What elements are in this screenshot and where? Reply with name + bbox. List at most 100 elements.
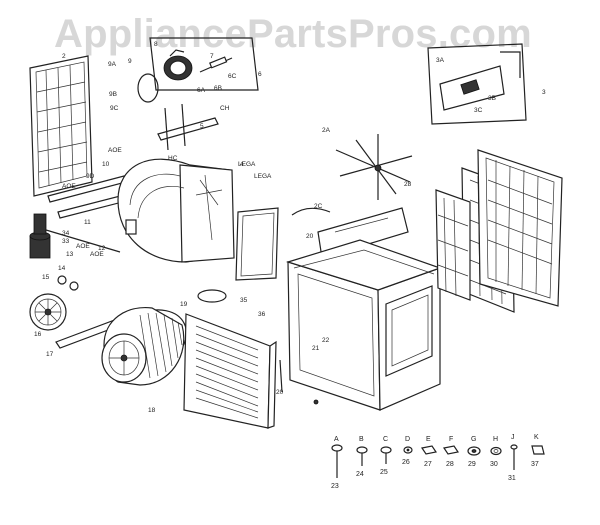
washer-h <box>490 446 502 456</box>
callout-9: 9 <box>128 58 132 65</box>
callout-34: 34 <box>62 230 70 237</box>
hw-num-24: 24 <box>356 471 364 478</box>
callout-18: 18 <box>148 407 156 414</box>
tubing <box>291 207 331 216</box>
callout-20: 20 <box>306 233 314 240</box>
callout-6c: 6C <box>228 73 237 80</box>
callout-9c: 9C <box>110 105 119 112</box>
hardware-row <box>331 444 545 478</box>
hw-letter-g: G <box>471 436 476 443</box>
callout-ch: CH <box>220 105 230 112</box>
callout-6b: 6B <box>214 85 222 92</box>
callout-aoe-1: AOE <box>108 147 122 154</box>
callout-13: 13 <box>66 251 74 258</box>
callout-33: 33 <box>62 238 70 245</box>
callout-16: 16 <box>34 331 42 338</box>
hw-num-30: 30 <box>490 461 498 468</box>
callout-6: 6 <box>258 71 262 78</box>
callout-20-leg: 20 <box>276 389 284 396</box>
gasket <box>197 289 227 303</box>
callout-aoe-4: AOE <box>90 251 104 258</box>
hw-num-28: 28 <box>446 461 454 468</box>
hw-letter-b: B <box>359 436 364 443</box>
hw-letter-f: F <box>449 436 453 443</box>
hw-letter-h: H <box>493 436 498 443</box>
callout-35: 35 <box>240 297 248 304</box>
callout-36: 36 <box>258 311 266 318</box>
nut-f <box>443 445 459 455</box>
callout-3a: 3A <box>436 57 445 64</box>
hw-num-31: 31 <box>508 475 516 482</box>
hw-letter-c: C <box>383 436 388 443</box>
bolt-a <box>331 444 343 478</box>
hardware-labels: A 23 B 24 C 25 D 26 E 27 F 28 G 29 H 30 … <box>331 434 539 490</box>
filter-pad-frame-left <box>29 55 93 197</box>
motor-inset-box <box>149 37 259 91</box>
bolt-b <box>356 446 368 466</box>
callout-15: 15 <box>42 274 50 281</box>
callout-8: 8 <box>154 41 158 48</box>
callout-5: 5 <box>200 123 204 130</box>
callout-aoe-2: AOE <box>62 183 76 190</box>
screw-c <box>380 446 392 464</box>
clip-k <box>531 445 545 455</box>
callout-21: 21 <box>312 345 320 352</box>
hw-num-27: 27 <box>424 461 432 468</box>
pulley-wheel <box>29 293 67 331</box>
lega-panel-inner <box>240 212 275 277</box>
washer-g <box>467 446 481 456</box>
hw-letter-j: J <box>511 434 515 441</box>
callout-labels: 2 3 4 5 6 6A 6B 6C 7 8 9 9A 9B 9C 9D 10 … <box>34 41 546 414</box>
pin-j <box>510 444 518 470</box>
hw-letter-d: D <box>405 436 410 443</box>
lega-panel <box>235 207 279 281</box>
hw-num-23: 23 <box>331 483 339 490</box>
hw-num-26: 26 <box>402 459 410 466</box>
blower-wheel <box>101 307 188 386</box>
callout-9d: 9D <box>86 173 95 180</box>
pump-assembly <box>29 213 121 291</box>
blower-housing <box>117 158 235 263</box>
screw-dot <box>313 399 319 405</box>
inset-box-top-right <box>427 43 527 125</box>
nut-e <box>421 445 437 455</box>
washer-d <box>403 446 413 454</box>
callout-3b: 3B <box>488 95 496 102</box>
callout-28: 28 <box>404 181 412 188</box>
callout-22: 22 <box>322 337 330 344</box>
callout-hc: HC <box>168 155 178 162</box>
callout-17: 17 <box>46 351 54 358</box>
callout-2c: 2C <box>314 203 323 210</box>
callout-3: 3 <box>542 89 546 96</box>
callout-14: 14 <box>58 265 66 272</box>
hw-letter-a: A <box>334 436 339 443</box>
callout-2a: 2A <box>322 127 331 134</box>
callout-19: 19 <box>180 301 188 308</box>
callout-aoe-3: AOE <box>76 243 90 250</box>
water-distributor <box>335 134 413 200</box>
callout-4: 4 <box>240 161 244 168</box>
main-cabinet <box>285 239 442 411</box>
hw-num-37: 37 <box>531 461 539 468</box>
hw-letter-e: E <box>426 436 431 443</box>
louvered-side-panel <box>183 313 277 429</box>
callout-3c: 3C <box>474 107 483 114</box>
hw-num-25: 25 <box>380 469 388 476</box>
callout-6a: 6A <box>197 87 206 94</box>
callout-lega-2: LEGA <box>254 173 272 180</box>
leg-20 <box>279 359 283 393</box>
callout-7: 7 <box>210 53 214 60</box>
callout-11: 11 <box>84 219 91 226</box>
callout-2: 2 <box>62 53 66 60</box>
callout-10: 10 <box>102 161 110 168</box>
hw-letter-k: K <box>534 434 539 441</box>
callout-9b: 9B <box>109 91 117 98</box>
callout-12: 12 <box>98 245 106 252</box>
cooling-pads-right <box>435 149 563 313</box>
belt-ring <box>137 73 159 103</box>
watermark: AppliancePartsPros.com <box>54 12 532 56</box>
callout-lega-1: LEGA <box>238 161 256 168</box>
hw-num-29: 29 <box>468 461 476 468</box>
